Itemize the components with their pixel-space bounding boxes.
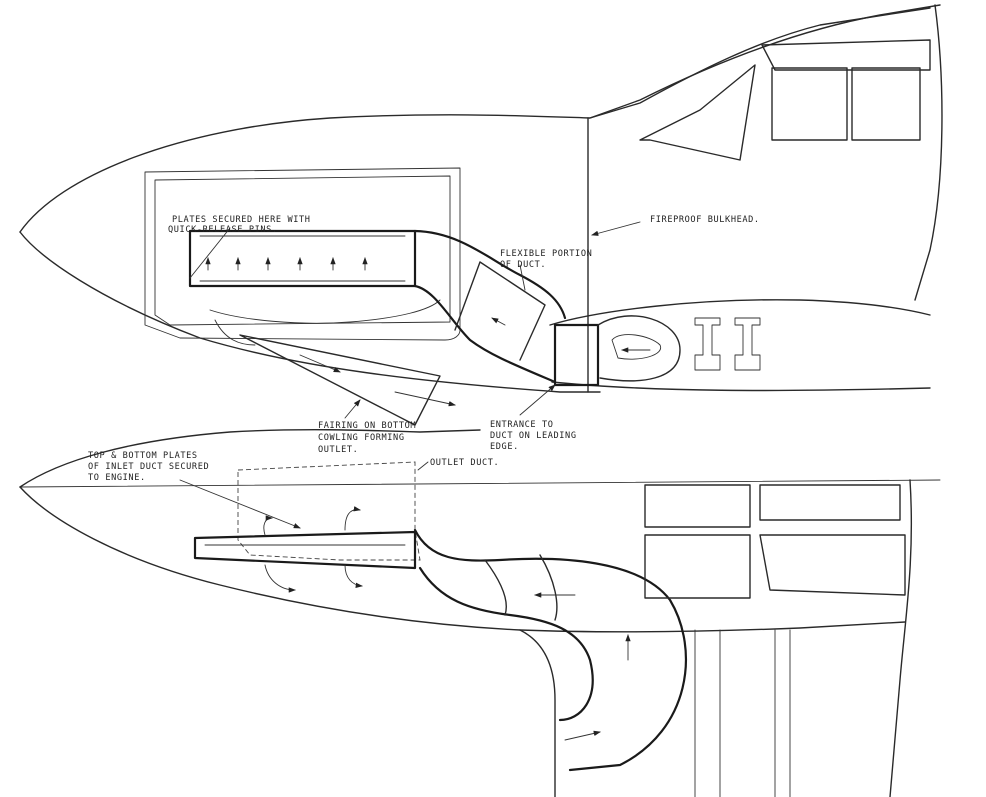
label-fairing-2: COWLING FORMING xyxy=(318,433,405,443)
plan-inlet-duct xyxy=(193,530,417,570)
label-top-bottom-1: TOP & BOTTOM PLATES xyxy=(88,451,198,461)
plan-view xyxy=(19,428,941,797)
fairing-lip xyxy=(214,319,256,346)
inlet-duct-lower xyxy=(413,284,557,384)
engine-outline xyxy=(144,167,461,341)
canopy-frame-2 xyxy=(761,39,931,71)
canopy-aft-edge xyxy=(914,4,943,301)
plan-window-2 xyxy=(759,484,901,521)
plan-nose-outline xyxy=(19,428,481,488)
flow-arrow xyxy=(344,564,363,589)
flow-arrow xyxy=(564,730,601,741)
duct-entrance-inner xyxy=(611,334,661,360)
leader-line xyxy=(189,227,231,279)
engine-inner-outline xyxy=(154,175,451,326)
duct-entrance xyxy=(553,323,600,387)
fairing-outlet xyxy=(239,334,441,426)
flow-arrow xyxy=(299,354,341,373)
flow-arrow xyxy=(344,506,361,531)
label-plates-secured-2: QUICK-RELEASE PINS. xyxy=(168,225,278,235)
plan-fuselage-aft xyxy=(889,479,913,797)
duct-entrance-loop xyxy=(597,315,681,382)
wing-spar-2 xyxy=(734,317,761,371)
label-entrance-1: ENTRANCE TO xyxy=(490,420,554,430)
inlet-duct-upper xyxy=(413,229,567,320)
label-flexible-portion-2: OF DUCT. xyxy=(500,260,546,270)
label-fairing-3: OUTLET. xyxy=(318,445,358,455)
wing-root-upper xyxy=(549,299,931,326)
plan-window-1 xyxy=(644,484,751,528)
leader-line xyxy=(179,479,301,529)
flow-arrow xyxy=(263,515,273,536)
plan-outlet-duct-inner xyxy=(418,566,594,722)
leader-line xyxy=(417,461,429,471)
label-plates-secured-1: PLATES SECURED HERE WITH xyxy=(172,215,311,225)
label-fireproof-bulkhead: FIREPROOF BULKHEAD. xyxy=(650,215,760,225)
label-entrance-3: EDGE. xyxy=(490,442,519,452)
canopy-window-1 xyxy=(771,67,848,141)
outlet-duct-dashed xyxy=(237,461,421,561)
label-entrance-2: DUCT ON LEADING xyxy=(490,431,577,441)
flow-arrow xyxy=(264,564,296,593)
plan-fuselage-lower xyxy=(19,486,906,633)
label-top-bottom-3: TO ENGINE. xyxy=(88,473,146,483)
annotations: PLATES SECURED HERE WITH QUICK-RELEASE P… xyxy=(88,215,760,483)
plan-window-4 xyxy=(759,534,906,596)
wing-spar xyxy=(694,317,721,371)
canopy-window-2 xyxy=(851,67,921,141)
flexible-duct xyxy=(454,261,546,361)
fuselage-upper-outline xyxy=(19,4,941,233)
plan-duct-ring-2 xyxy=(539,554,558,621)
plan-window-3 xyxy=(644,534,751,599)
side-view xyxy=(19,4,943,426)
leader-line xyxy=(344,399,361,419)
fuselage-lower-outline xyxy=(19,231,601,393)
canopy xyxy=(589,7,931,119)
label-outlet-duct: OUTLET DUCT. xyxy=(430,458,499,468)
flow-arrow xyxy=(394,391,456,407)
label-flexible-portion-1: FLEXIBLE PORTION xyxy=(500,249,592,259)
leader-line xyxy=(519,264,526,291)
flow-arrow xyxy=(491,317,506,326)
canopy-frame-1 xyxy=(639,64,756,161)
wing-root-lower xyxy=(551,381,931,392)
leader-line xyxy=(591,221,641,236)
leader-line xyxy=(519,384,556,416)
inlet-duct-plate xyxy=(188,229,417,288)
label-fairing-1: FAIRING ON BOTTOM xyxy=(318,421,416,431)
plan-duct-ring-1 xyxy=(484,559,507,616)
centerline xyxy=(19,479,941,488)
label-top-bottom-2: OF INLET DUCT SECURED xyxy=(88,462,209,472)
plan-wing-root xyxy=(519,629,556,797)
plan-outlet-duct-outer xyxy=(413,528,688,772)
engine-detail xyxy=(209,299,441,324)
